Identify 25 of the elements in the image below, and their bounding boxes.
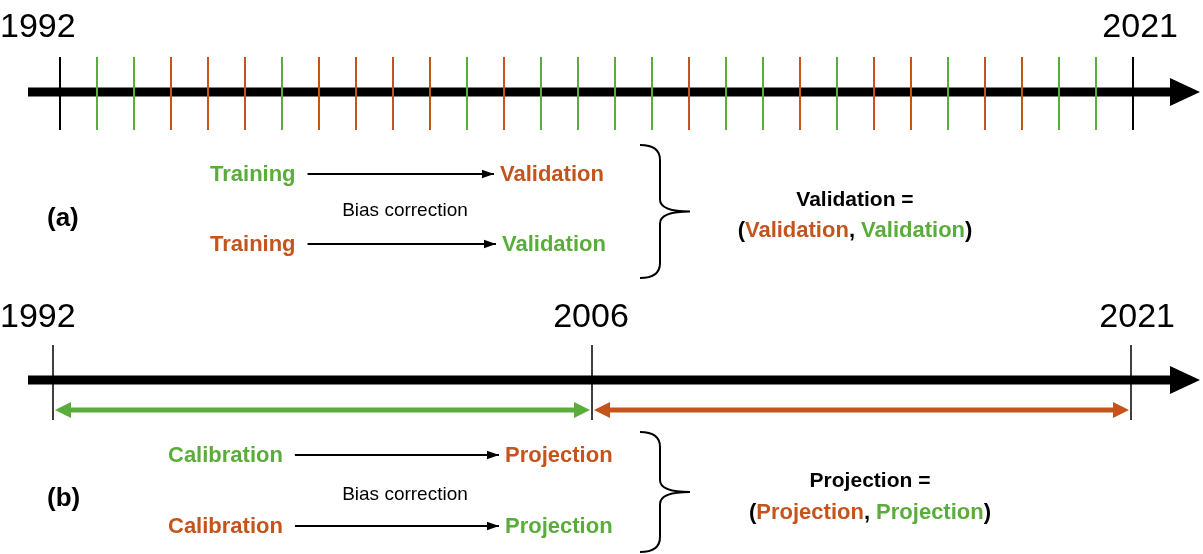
result-label: Projection = (809, 468, 931, 490)
term-label: Projection (505, 515, 613, 537)
term-label: Training (210, 233, 296, 255)
edge-note: Bias correction (342, 199, 468, 219)
year-label: 2021 (1102, 8, 1178, 42)
arrow (306, 169, 495, 179)
term-label: Calibration (168, 444, 283, 466)
year-label: 2021 (1099, 298, 1175, 332)
term-label: Validation (500, 163, 604, 185)
year-label: 1992 (0, 298, 76, 332)
edge-note: Bias correction (342, 483, 468, 503)
panel-label: (a) (47, 204, 79, 230)
year-label: 2006 (553, 298, 629, 332)
term-label: Validation (502, 233, 606, 255)
result-label: (Validation, Validation) (737, 219, 973, 241)
panel-label: (b) (47, 484, 81, 510)
term-label: Training (210, 163, 296, 185)
arrow (306, 239, 497, 249)
term-label: Projection (505, 444, 613, 466)
arrow (293, 450, 500, 460)
arrow (293, 521, 500, 531)
result-label: (Projection, Projection) (748, 501, 991, 523)
result-label: Validation = (796, 187, 914, 209)
term-label: Calibration (168, 515, 283, 537)
year-label: 1992 (0, 8, 76, 42)
